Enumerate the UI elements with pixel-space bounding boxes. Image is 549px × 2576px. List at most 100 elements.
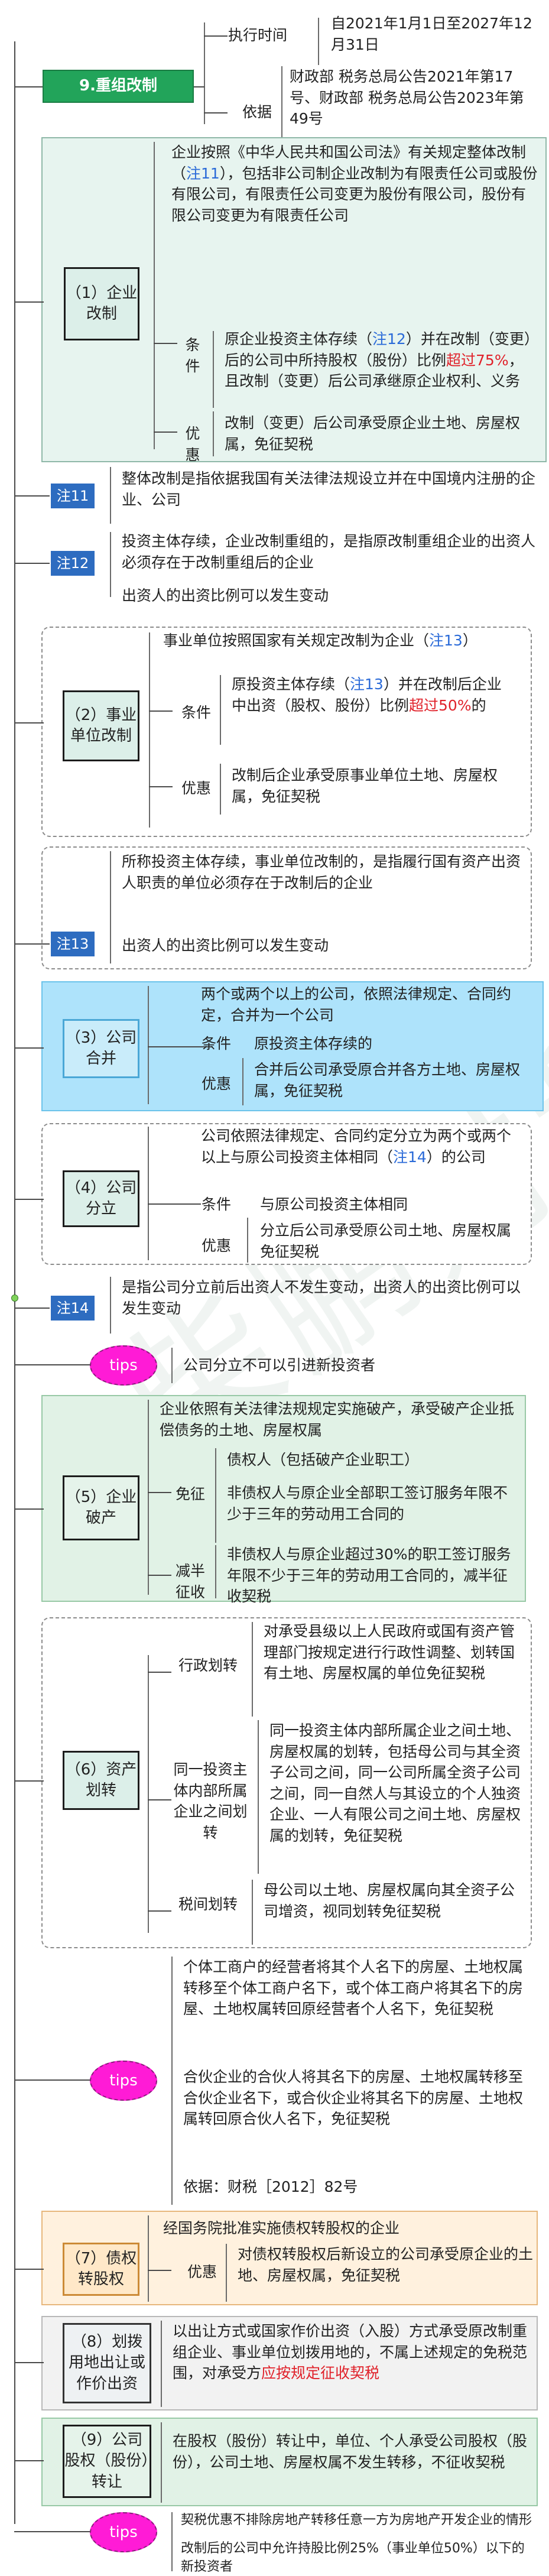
s2-pref: 改制后企业承受原事业单位土地、房屋权属，免征契税 — [232, 767, 498, 805]
connector — [14, 2079, 91, 2081]
s5-half-label: 减半征收 — [175, 1562, 205, 1601]
connector — [281, 66, 282, 155]
s3-cond: 原投资主体存续的 — [254, 1035, 373, 1052]
connector — [252, 1622, 253, 1717]
connector — [110, 851, 111, 963]
connector — [14, 2531, 91, 2532]
note13-text2: 出资人的出资比例可以发生变动 — [122, 937, 329, 954]
note12-badge[interactable]: 注12 — [51, 551, 95, 576]
note12-text2: 出资人的出资比例可以发生变动 — [122, 587, 329, 604]
s3-pref: 合并后公司承受原合并各方土地、房屋权属，免征契税 — [254, 1061, 521, 1099]
connector — [204, 22, 205, 124]
s4-title-node[interactable]: （4）公司分立 — [63, 1170, 139, 1227]
note11-badge[interactable]: 注11 — [51, 484, 95, 508]
root-dot[interactable] — [11, 1295, 18, 1302]
note13-block — [41, 846, 532, 969]
connector — [213, 331, 214, 408]
connector — [14, 1364, 91, 1365]
s8-title-node[interactable]: （8）划拨用地出让或作价出资 — [63, 2323, 151, 2403]
connector — [14, 301, 44, 303]
connector — [148, 1575, 171, 1576]
connector — [171, 2512, 173, 2571]
note14-badge[interactable]: 注14 — [51, 1296, 95, 1321]
connector — [110, 467, 111, 524]
connector — [226, 2244, 227, 2302]
s6-admin: 对承受县级以上人民政府或国有资产管理部门按规定进行行政性调整、划转国有土地、房屋… — [264, 1623, 515, 1682]
connector — [148, 1799, 171, 1800]
connector — [14, 495, 50, 497]
note13-badge[interactable]: 注13 — [51, 932, 95, 956]
s3-desc: 两个或两个以上的公司，依照法律规定、合同约定，合并为一个公司 — [201, 985, 512, 1024]
s7-desc: 经国务院批准实施债权转股权的企业 — [163, 2220, 400, 2237]
s4-desc: 公司依照法律规定、合同约定分立为两个或两个以上与原公司投资主体相同（注14）的公… — [201, 1127, 512, 1166]
exec-time-value: 自2021年1月1日至2027年12月31日 — [331, 15, 532, 53]
s1-desc: 企业按照《中华人民共和国公司法》有关规定整体改制（注11），包括非公司制企业改制… — [171, 144, 538, 224]
s4-pref: 分立后公司承受原公司土地、房屋权属免征契税 — [260, 1222, 512, 1260]
note13-text1: 所称投资主体存续，事业单位改制的，是指履行国有资产出资人职责的单位必须存在于改制… — [122, 853, 521, 891]
connector — [161, 2321, 162, 2407]
s7-pref-label: 优惠 — [187, 2263, 217, 2280]
s6-same-label: 同一投资主体内部所属企业之间划转 — [173, 1761, 248, 1841]
tips2-p1: 个体工商户的经营者将其个人名下的房屋、土地权属转移至个体工商户名下，或个体工商户… — [183, 1958, 524, 2017]
tips1-badge[interactable]: tips — [90, 1345, 157, 1386]
s4-cond-label: 条件 — [201, 1196, 231, 1213]
tips3-p1: 契税优惠不排除房地产转移任意一方为房地产开发企业的情形 — [181, 2513, 532, 2528]
connector — [247, 1218, 248, 1263]
s6-same: 同一投资主体内部所属企业之间土地、房屋权属的划转，包括母公司与其全资子公司之间，… — [269, 1722, 521, 1844]
main-title-node[interactable]: 9.重组改制 — [43, 70, 194, 103]
s4-pref-label: 优惠 — [201, 1237, 231, 1254]
s7-title-node[interactable]: （7）债权转股权 — [63, 2243, 139, 2296]
connector — [14, 1199, 44, 1200]
tips2-badge[interactable]: tips — [90, 2061, 157, 2101]
s6-title-node[interactable]: （6）资产划转 — [63, 1751, 139, 1810]
connector — [161, 2422, 162, 2503]
basis-value: 财政部 税务总局公告2021年第17号、财政部 税务总局公告2023年第49号 — [290, 68, 524, 127]
connector — [14, 2362, 44, 2363]
tips2-p3: 依据：财税［2012］82号 — [183, 2178, 358, 2195]
connector — [148, 1910, 171, 1912]
connector — [110, 532, 111, 597]
connector — [204, 112, 228, 113]
s6-admin-label: 行政划转 — [178, 1657, 238, 1674]
s5-desc: 企业依照有关法律法规规定实施破产，承受破产企业抵偿债务的土地、房屋权属 — [160, 1400, 515, 1439]
connector — [215, 1448, 216, 1543]
connector — [149, 786, 173, 787]
s6-tax-label: 税间划转 — [178, 1896, 238, 1913]
s5-exempt-label: 免征 — [175, 1485, 205, 1503]
connector — [220, 764, 221, 815]
s6-tax: 母公司以土地、房屋权属向其全资子公司增资，视同划转免征契税 — [264, 1881, 515, 1920]
connector — [242, 1058, 243, 1105]
connector — [14, 1780, 44, 1782]
s5-exempt2: 非债权人与原企业全部职工签订服务年限不少于三年的劳动用工合同的 — [227, 1484, 508, 1523]
connector — [252, 1880, 253, 1945]
s2-title-node[interactable]: （2）事业单位改制 — [63, 690, 139, 761]
s9-title-node[interactable]: （9）公司股权（股份）转让 — [63, 2425, 151, 2498]
connector — [204, 35, 228, 37]
s9-text: 在股权（股份）转让中，单位、个人承受公司股权（股份），公司土地、房屋权属不发生转… — [173, 2432, 528, 2471]
connector — [213, 411, 214, 456]
s2-cond-label: 条件 — [181, 704, 211, 721]
connector — [148, 2270, 171, 2271]
s1-note-ref[interactable]: 注11 — [186, 164, 220, 182]
s5-exempt1: 债权人（包括破产企业职工） — [227, 1451, 420, 1468]
s1-cond-note-ref[interactable]: 注12 — [372, 330, 406, 348]
tips2-p2: 合伙企业的合伙人将其名下的房屋、土地权属转移至合伙企业名下，或合伙企业将其名下的… — [183, 2068, 524, 2127]
connector — [14, 1047, 44, 1049]
s5-title-node[interactable]: （5）企业破产 — [63, 1475, 139, 1540]
s1-title: （1）企业改制 — [66, 284, 138, 323]
s8-text: 以出让方式或国家作价出资（入股）方式承受原改制重组企业、事业单位划拨用地的，不属… — [173, 2322, 528, 2382]
tips1-text: 公司分立不可以引进新投资者 — [183, 1357, 376, 1374]
s3-pref-label: 优惠 — [201, 1075, 231, 1092]
connector — [148, 986, 149, 1104]
s3-cond-label: 条件 — [201, 1035, 231, 1052]
s1-title-node[interactable]: （1）企业改制 — [64, 267, 139, 340]
connector — [148, 1127, 149, 1260]
connector — [148, 2215, 149, 2302]
tips3-badge[interactable]: tips — [90, 2512, 157, 2552]
s3-title-node[interactable]: （3）公司合并 — [63, 1019, 139, 1078]
s4-cond: 与原公司投资主体相同 — [260, 1196, 408, 1213]
connector — [215, 1545, 216, 1598]
connector — [14, 2269, 44, 2270]
division-block — [41, 1123, 532, 1265]
